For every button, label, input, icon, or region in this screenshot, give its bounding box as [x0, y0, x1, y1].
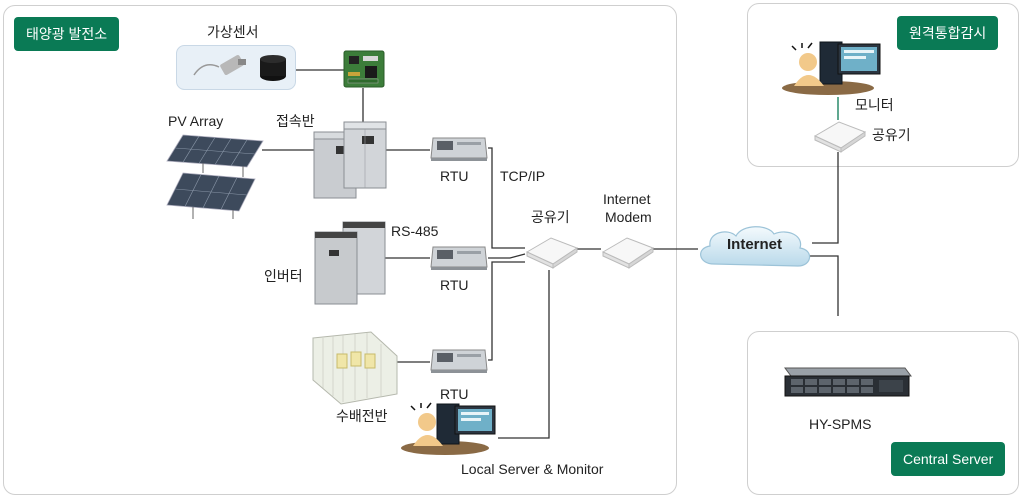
rtu-bottom-label: RTU [440, 386, 469, 402]
inverter-icon [314, 221, 386, 305]
inverter-label: 인버터 [264, 268, 303, 284]
rtu-top-label: RTU [440, 168, 469, 184]
tcp-ip-label: TCP/IP [500, 168, 546, 184]
local-server-icon [401, 402, 496, 455]
remote-monitor-icon [782, 41, 881, 95]
rtu-bottom-icon [430, 349, 488, 373]
rtu-top-icon [430, 137, 488, 161]
hy-spms-label: HY-SPMS [809, 416, 872, 432]
rs485-label: RS-485 [391, 223, 439, 239]
internet-modem-label-line2: Modem [605, 209, 652, 225]
rack-server-icon [784, 367, 912, 397]
remote-router-icon [813, 121, 867, 153]
junction-box-icon [313, 121, 387, 199]
internet-modem-label-line1: Internet [603, 191, 651, 207]
monitor-label: 모니터 [855, 97, 894, 113]
remote-router-label: 공유기 [872, 127, 911, 143]
remote-monitor-badge: 원격통합감시 [897, 16, 999, 50]
internet-label: Internet [727, 236, 783, 253]
pv-array-icon [166, 134, 264, 219]
virtual-sensor-label: 가상센서 [207, 24, 259, 40]
internet-modem-icon [601, 237, 655, 269]
switchboard-icon [312, 331, 398, 405]
internet-cloud-icon [700, 226, 811, 267]
pv-array-label: PV Array [168, 113, 224, 129]
rtu-mid-label: RTU [440, 277, 469, 293]
virtual-sensor-icon [176, 45, 296, 90]
switchboard-label: 수배전반 [336, 408, 388, 424]
central-server-badge: Central Server [891, 442, 1006, 476]
data-logger-board-icon [343, 50, 385, 88]
local-server-label: Local Server & Monitor [461, 461, 604, 477]
rtu-mid-icon [430, 246, 488, 270]
solar-plant-badge: 태양광 발전소 [14, 17, 120, 51]
router-icon [525, 237, 579, 269]
router-label: 공유기 [531, 209, 570, 225]
junction-box-label: 접속반 [276, 113, 315, 129]
